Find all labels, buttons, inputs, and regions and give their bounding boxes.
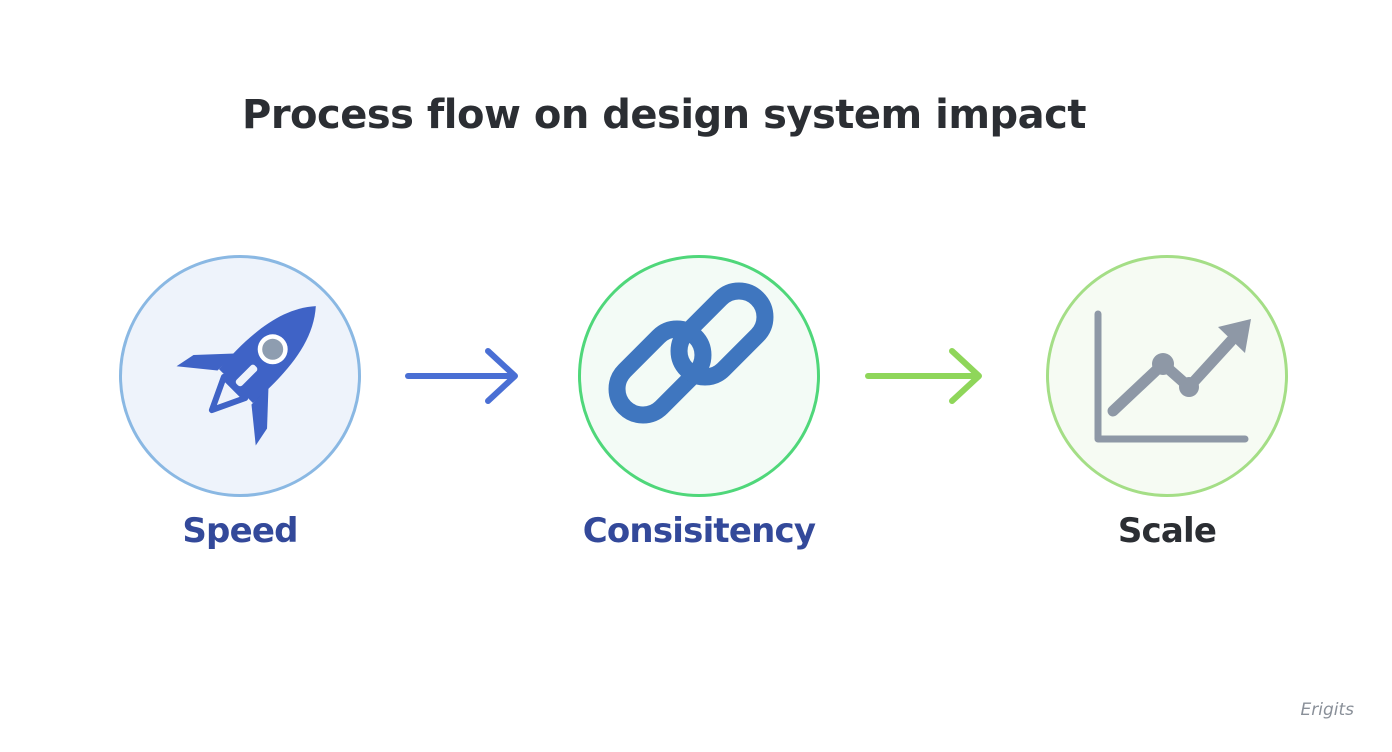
watermark: Erigits — [1300, 700, 1355, 720]
flow-arrow-2 — [864, 344, 988, 412]
step-consistency: Consisitency — [578, 255, 820, 551]
step-circle — [578, 255, 820, 497]
step-label-scale: Scale — [1117, 511, 1217, 551]
step-scale: Scale — [1046, 255, 1288, 551]
flow-arrow-1 — [404, 344, 524, 412]
diagram-title: Process flow on design system impact — [242, 92, 1086, 138]
step-label-consistency: Consisitency — [582, 511, 816, 551]
rocket-icon — [176, 306, 316, 446]
growth-chart-icon — [1094, 310, 1251, 443]
step-circle — [119, 255, 361, 497]
step-label-speed: Speed — [182, 511, 298, 551]
arrow-right-icon — [405, 348, 518, 404]
arrow-right-icon — [865, 348, 982, 404]
step-speed: Speed — [119, 255, 361, 551]
step-circle — [1046, 255, 1288, 497]
chain-link-icon — [608, 282, 774, 424]
